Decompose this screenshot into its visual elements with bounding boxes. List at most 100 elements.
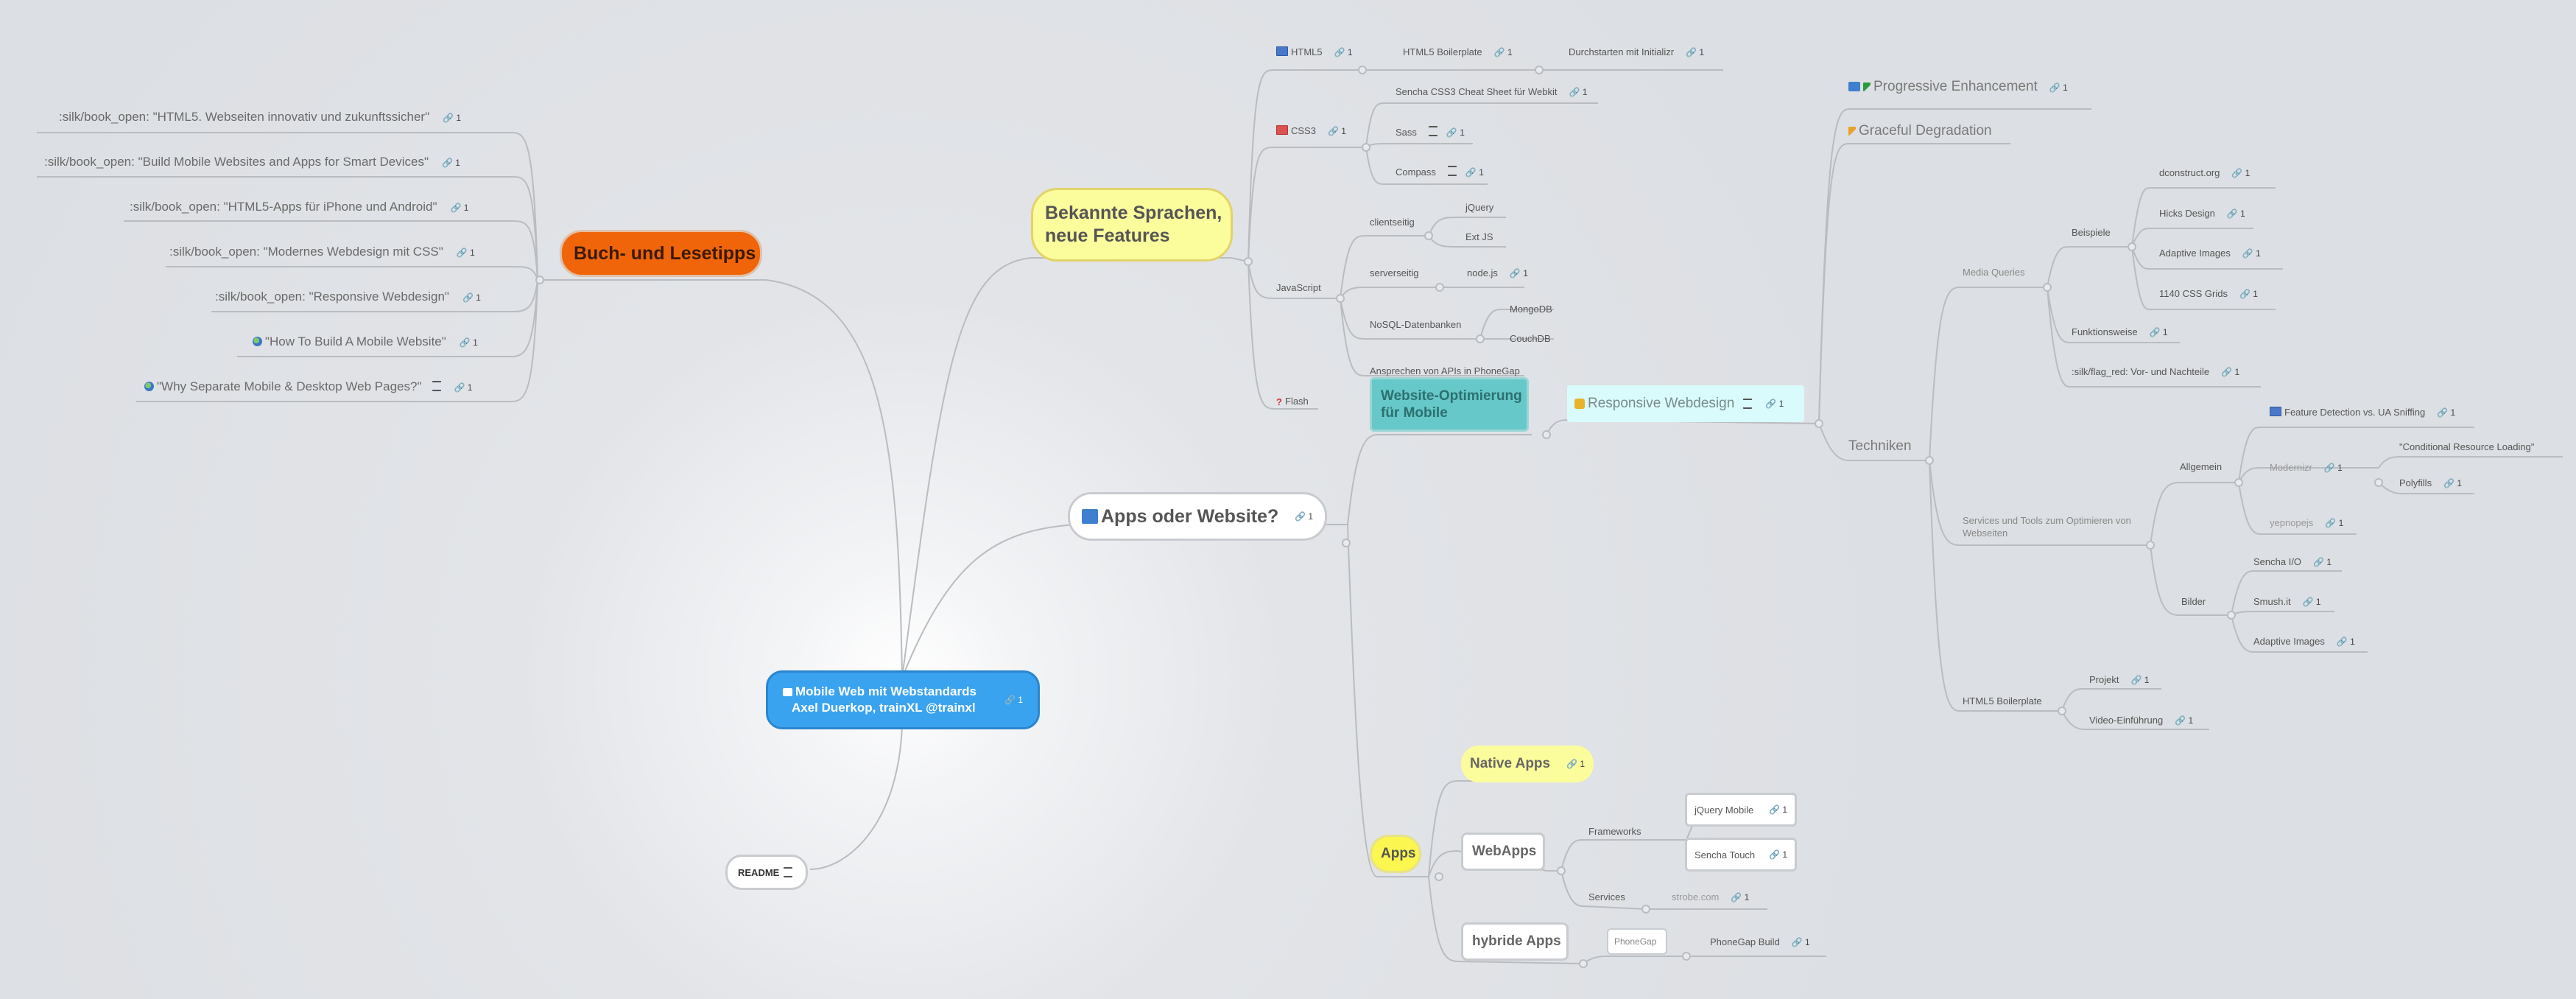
html5-boilerplate-techniken-node[interactable]: HTML5 Boilerplate	[1963, 695, 2042, 707]
native-apps-title: Native Apps	[1470, 756, 1551, 771]
clientseitig-node[interactable]: clientseitig	[1370, 217, 1415, 228]
books-title: Buch- und Lesetipps	[574, 242, 756, 264]
projekt-node[interactable]: Projekt🔗 1	[2089, 674, 2150, 685]
root-node[interactable]: Mobile Web mit Webstandards Axel Duerkop…	[766, 670, 1040, 729]
book-item-3[interactable]: :silk/book_open: "HTML5-Apps für iPhone …	[130, 200, 469, 214]
mongodb-node[interactable]: MongoDB	[1510, 304, 1552, 315]
readme-node[interactable]: README	[725, 855, 808, 890]
languages-title-line1: Bekannte Sprachen,	[1045, 203, 1222, 223]
book-item-1[interactable]: :silk/book_open: "HTML5. Webseiten innov…	[59, 110, 462, 124]
globe-icon	[253, 337, 262, 346]
arrow-right-icon	[783, 688, 792, 696]
sass-node[interactable]: Sass🔗 1	[1396, 126, 1465, 138]
css3-node[interactable]: CSS3🔗 1	[1276, 125, 1346, 137]
sencha-touch-node[interactable]: Sencha Touch🔗 1	[1685, 838, 1797, 872]
video-einfuehrung-node[interactable]: Video-Einführung🔗 1	[2089, 715, 2194, 726]
javascript-node[interactable]: JavaScript	[1276, 282, 1321, 293]
optimization-title-line2: für Mobile	[1381, 405, 1448, 421]
phonegap-node[interactable]: PhoneGap	[1607, 928, 1667, 955]
responsive-webdesign-node[interactable]: Responsive Webdesign 🔗 1	[1567, 385, 1804, 422]
html5-boilerplate-node[interactable]: HTML5 Boilerplate🔗 1	[1403, 46, 1513, 57]
image-smushit[interactable]: Smush.it🔗 1	[2253, 596, 2321, 607]
hybrid-apps-title: hybride Apps	[1472, 933, 1561, 949]
modernizr-node[interactable]: Modernizr🔗 1	[2270, 462, 2343, 473]
html5-icon	[1276, 46, 1288, 56]
languages-title-line2: neue Features	[1045, 225, 1170, 246]
funktionsweise-node[interactable]: Funktionsweise🔗 1	[2072, 326, 2168, 337]
root-link-icon[interactable]: 🔗 1	[1004, 695, 1023, 705]
media-queries-node[interactable]: Media Queries	[1963, 267, 2025, 278]
arrow-right-icon	[1082, 509, 1098, 524]
webapps-title: WebApps	[1472, 844, 1537, 859]
screen-icon	[2270, 407, 2281, 416]
apps-node[interactable]: Apps	[1370, 835, 1421, 873]
flash-node[interactable]: ?Flash	[1276, 396, 1309, 407]
arrow-right-icon	[1848, 82, 1860, 91]
example-hicks[interactable]: Hicks Design🔗 1	[2159, 208, 2245, 219]
couchdb-node[interactable]: CouchDB	[1510, 333, 1551, 344]
languages-node[interactable]: Bekannte Sprachen, neue Features	[1031, 188, 1233, 262]
beispiele-node[interactable]: Beispiele	[2072, 227, 2111, 238]
nosql-node[interactable]: NoSQL-Datenbanken	[1370, 319, 1462, 330]
example-1140[interactable]: 1140 CSS Grids🔗 1	[2159, 288, 2258, 299]
polyfills-node[interactable]: Polyfills🔗 1	[2399, 477, 2463, 488]
compass-node[interactable]: Compass🔗 1	[1396, 166, 1484, 178]
root-title-line2: Axel Duerkop, trainXL @trainxl	[792, 701, 976, 715]
progressive-enhancement-node[interactable]: Progressive Enhancement🔗 1	[1848, 78, 2068, 97]
feature-detection-node[interactable]: Feature Detection vs. UA Sniffing🔗 1	[2270, 407, 2455, 418]
image-adaptive-images[interactable]: Adaptive Images🔗 1	[2253, 636, 2355, 647]
conditional-loading-node[interactable]: "Conditional Resource Loading"	[2399, 441, 2535, 452]
note-icon	[1447, 166, 1457, 176]
webapps-node[interactable]: WebApps	[1461, 832, 1545, 871]
native-apps-node[interactable]: Native Apps 🔗 1	[1461, 746, 1594, 782]
serverseitig-node[interactable]: serverseitig	[1370, 267, 1419, 278]
nodejs-node[interactable]: node.js🔗 1	[1467, 267, 1528, 278]
thumbs-up-icon	[1574, 399, 1585, 409]
globe-icon	[144, 382, 154, 391]
apps-title: Apps	[1381, 846, 1416, 861]
apps-or-website-title: Apps oder Website?	[1101, 505, 1279, 527]
allgemein-node[interactable]: Allgemein	[2180, 461, 2223, 472]
strobe-node[interactable]: strobe.com🔗 1	[1672, 891, 1750, 902]
responsive-title: Responsive Webdesign	[1588, 396, 1735, 411]
css3-icon	[1276, 125, 1288, 135]
vor-nachteile-node[interactable]: :silk/flag_red: Vor- und Nachteile🔗 1	[2072, 366, 2240, 377]
note-icon	[1428, 126, 1437, 136]
apps-or-website-node[interactable]: Apps oder Website? 🔗 1	[1068, 492, 1327, 541]
book-item-2[interactable]: :silk/book_open: "Build Mobile Websites …	[44, 155, 460, 169]
image-sencha-io[interactable]: Sencha I/O🔗 1	[2253, 556, 2332, 567]
optimization-node[interactable]: Website-Optimierung für Mobile	[1370, 377, 1529, 432]
optimization-title-line1: Website-Optimierung	[1381, 388, 1522, 404]
book-item-5[interactable]: :silk/book_open: "Responsive Webdesign"🔗…	[215, 290, 481, 304]
question-icon: ?	[1276, 396, 1282, 407]
phonegap-build-node[interactable]: PhoneGap Build🔗 1	[1710, 936, 1810, 947]
example-dconstruct[interactable]: dconstruct.org🔗 1	[2159, 167, 2251, 178]
note-icon	[1743, 399, 1753, 409]
graceful-degradation-node[interactable]: Graceful Degradation	[1848, 122, 1992, 140]
books-node[interactable]: Buch- und Lesetipps	[560, 230, 762, 277]
extjs-node[interactable]: Ext JS	[1465, 231, 1493, 242]
note-icon	[432, 381, 441, 391]
frameworks-node[interactable]: Frameworks	[1588, 826, 1641, 837]
services-node[interactable]: Services	[1588, 891, 1625, 902]
jquery-mobile-node[interactable]: jQuery Mobile🔗 1	[1685, 793, 1797, 827]
book-item-7[interactable]: "Why Separate Mobile & Desktop Web Pages…	[144, 379, 472, 396]
green-flag-icon	[1863, 83, 1871, 91]
example-adaptive-images[interactable]: Adaptive Images🔗 1	[2159, 248, 2261, 259]
cheat-sheet-node[interactable]: Sencha CSS3 Cheat Sheet für Webkit🔗 1	[1396, 86, 1588, 97]
jquery-node[interactable]: jQuery	[1465, 202, 1494, 213]
apis-phonegap-node[interactable]: Ansprechen von APIs in PhoneGap	[1370, 365, 1520, 376]
root-title-line1: Mobile Web mit Webstandards	[795, 684, 976, 698]
techniken-node[interactable]: Techniken	[1848, 438, 1912, 454]
readme-label: README	[738, 866, 780, 878]
book-item-4[interactable]: :silk/book_open: "Modernes Webdesign mit…	[169, 245, 475, 259]
services-tools-node[interactable]: Services und Tools zum Optimieren von We…	[1963, 515, 2131, 539]
html5-node[interactable]: HTML5🔗 1	[1276, 46, 1353, 58]
bilder-node[interactable]: Bilder	[2181, 596, 2206, 607]
book-item-6[interactable]: "How To Build A Mobile Website"🔗 1	[253, 334, 478, 351]
yepnope-node[interactable]: yepnopejs🔗 1	[2270, 517, 2344, 528]
initializr-node[interactable]: Durchstarten mit Initializr🔗 1	[1569, 46, 1705, 57]
yellow-flag-icon	[1848, 127, 1856, 136]
hybrid-apps-node[interactable]: hybride Apps	[1461, 922, 1569, 961]
